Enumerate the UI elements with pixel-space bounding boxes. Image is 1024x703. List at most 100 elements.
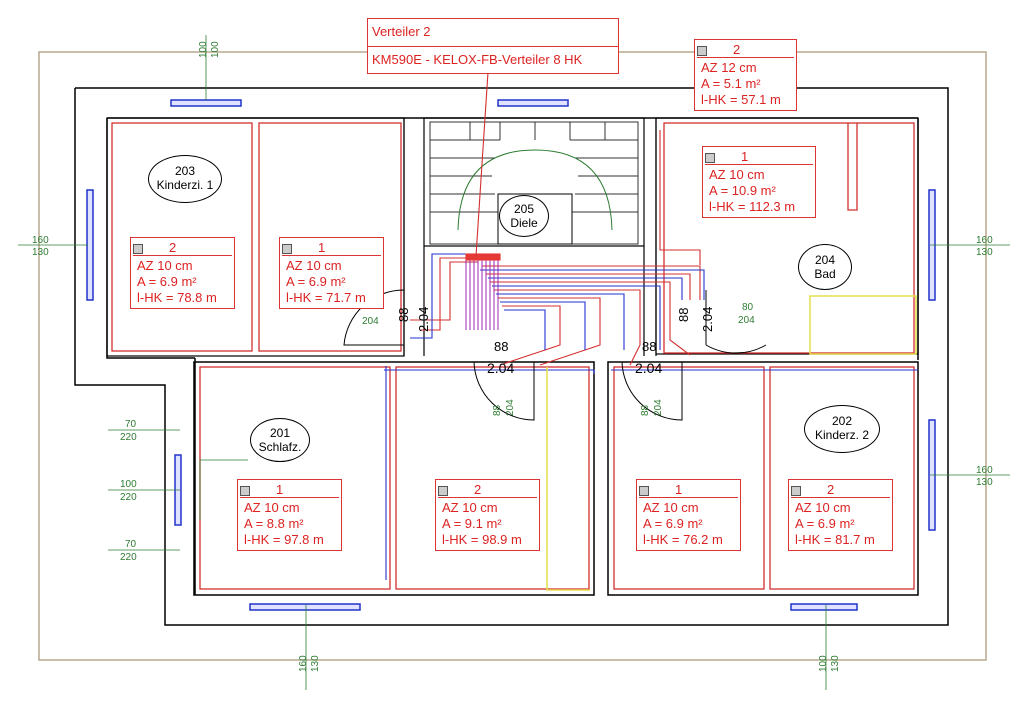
room-label-204: 204 Bad: [798, 244, 852, 290]
circuit-box: 1 AZ 10 cm A = 10.9 m² l-HK = 112.3 m: [702, 146, 816, 218]
door-mid1-width: 88: [494, 339, 509, 354]
room-name: Kinderz. 2: [814, 428, 870, 442]
dim-left-70b-b: 220: [120, 552, 137, 563]
door-right-mark-b: 204: [738, 315, 755, 326]
circuit-icon: [133, 243, 143, 254]
room-label-203: 203 Kinderzi. 1: [148, 155, 222, 203]
dim-left-70a: 70: [125, 419, 137, 430]
door-mid2-height: 2.04: [635, 360, 663, 376]
distributor-title: Verteiler 2: [372, 24, 431, 39]
dim-window-top-left: 100: [198, 41, 209, 58]
door-swings: [343, 289, 767, 421]
room-number: 205: [513, 202, 535, 216]
circuit-length: l-HK = 78.8 m: [137, 290, 217, 305]
room-name: Diele: [510, 216, 538, 230]
circuit-length: l-HK = 98.9 m: [442, 532, 522, 547]
circuit-box: 2 AZ 10 cm A = 6.9 m² l-HK = 81.7 m: [788, 479, 893, 551]
circuit-id: 2: [733, 42, 741, 57]
door-mid1-height: 2.04: [487, 360, 515, 376]
circuit-icon: [697, 45, 707, 56]
door-mid2-mark: 88: [640, 404, 651, 416]
circuit-icon: [705, 152, 715, 163]
circuit-box: 1 AZ 10 cm A = 6.9 m² l-HK = 71.7 m: [279, 237, 384, 309]
circuit-box: 2 AZ 10 cm A = 9.1 m² l-HK = 98.9 m: [435, 479, 540, 551]
dim-window-top-left-b: 100: [210, 41, 221, 58]
circuit-length: l-HK = 97.8 m: [244, 532, 324, 547]
circuit-area: A = 9.1 m²: [442, 516, 502, 531]
staircase: [429, 121, 639, 245]
circuit-id: 1: [741, 149, 749, 164]
circuit-box: 2 AZ 10 cm A = 6.9 m² l-HK = 78.8 m: [130, 237, 235, 309]
circuit-az: AZ 10 cm: [137, 258, 193, 273]
circuit-id: 2: [827, 482, 835, 497]
door-left-height: 2.04: [416, 306, 431, 332]
circuit-id: 1: [318, 240, 326, 255]
room-number: 203: [174, 164, 196, 178]
circuit-area: A = 6.9 m²: [286, 274, 346, 289]
dim-bottom-left-b: 130: [310, 655, 321, 672]
circuit-id: 2: [169, 240, 177, 255]
circuit-az: AZ 10 cm: [643, 500, 699, 515]
inner-walls: [106, 117, 919, 357]
circuit-id: 1: [276, 482, 284, 497]
circuit-az: AZ 10 cm: [442, 500, 498, 515]
circuit-icon: [438, 485, 448, 496]
dim-right-lower: 160: [976, 465, 993, 476]
circuit-icon: [639, 485, 649, 496]
circuit-az: AZ 10 cm: [244, 500, 300, 515]
circuit-area: A = 6.9 m²: [643, 516, 703, 531]
door-right-mark: 80: [742, 302, 754, 313]
room-label-202: 202 Kinderz. 2: [804, 405, 880, 453]
dim-left-mid: 160: [32, 235, 49, 246]
dim-right-upper: 160: [976, 235, 993, 246]
circuit-length: l-HK = 112.3 m: [709, 199, 796, 214]
dim-bottom-left: 160: [298, 655, 309, 672]
circuit-box: 1 AZ 10 cm A = 8.8 m² l-HK = 97.8 m: [237, 479, 342, 551]
door-mid2-width: 88: [642, 339, 657, 354]
dim-left-100-b: 220: [120, 492, 137, 503]
circuit-length: l-HK = 81.7 m: [795, 532, 875, 547]
circuit-length: l-HK = 57.1 m: [701, 92, 781, 107]
room-name: Kinderzi. 1: [156, 178, 214, 192]
room-number: 201: [269, 426, 291, 440]
door-right-width: 88: [676, 307, 691, 322]
door-right-height: 2.04: [700, 306, 715, 332]
circuit-az: AZ 12 cm: [701, 60, 757, 75]
circuit-area: A = 6.9 m²: [795, 516, 855, 531]
circuit-az: AZ 10 cm: [286, 258, 342, 273]
dim-left-100: 100: [120, 479, 137, 490]
distributor-callout: Verteiler 2 KM590E - KELOX-FB-Verteiler …: [367, 18, 619, 74]
circuit-area: A = 5.1 m²: [701, 76, 761, 91]
room-number: 204: [814, 253, 836, 267]
room-label-205: 205 Diele: [499, 195, 549, 237]
door-mid2-mark-b: 204: [653, 399, 664, 416]
door-left-width: 88: [396, 307, 411, 322]
circuit-box: 2 AZ 12 cm A = 5.1 m² l-HK = 57.1 m: [694, 39, 797, 111]
circuit-az: AZ 10 cm: [709, 167, 765, 182]
dim-left-70a-b: 220: [120, 432, 137, 443]
circuit-id: 1: [675, 482, 683, 497]
room-name: Bad: [814, 267, 836, 281]
dim-bottom-right-b: 130: [830, 655, 841, 672]
circuit-icon: [240, 485, 250, 496]
room-number: 202: [831, 414, 853, 428]
circuit-length: l-HK = 76.2 m: [643, 532, 723, 547]
heating-pipes: [384, 71, 918, 580]
circuit-icon: [791, 485, 801, 496]
room-name: Schlafz.: [258, 440, 302, 454]
circuit-area: A = 10.9 m²: [709, 183, 776, 198]
circuit-id: 2: [474, 482, 482, 497]
circuit-area: A = 6.9 m²: [137, 274, 197, 289]
dim-left-70b: 70: [125, 539, 137, 550]
circuit-area: A = 8.8 m²: [244, 516, 304, 531]
dimension-lines: [18, 35, 1010, 690]
yellow-markings: [546, 295, 917, 591]
door-mid1-mark-b: 204: [505, 399, 516, 416]
dim-right-upper-b: 130: [976, 247, 993, 258]
circuit-icon: [282, 243, 292, 254]
heating-zones: [111, 122, 915, 590]
door-left-mark: 204: [362, 316, 379, 327]
circuit-length: l-HK = 71.7 m: [286, 290, 366, 305]
circuit-box: 1 AZ 10 cm A = 6.9 m² l-HK = 76.2 m: [636, 479, 741, 551]
